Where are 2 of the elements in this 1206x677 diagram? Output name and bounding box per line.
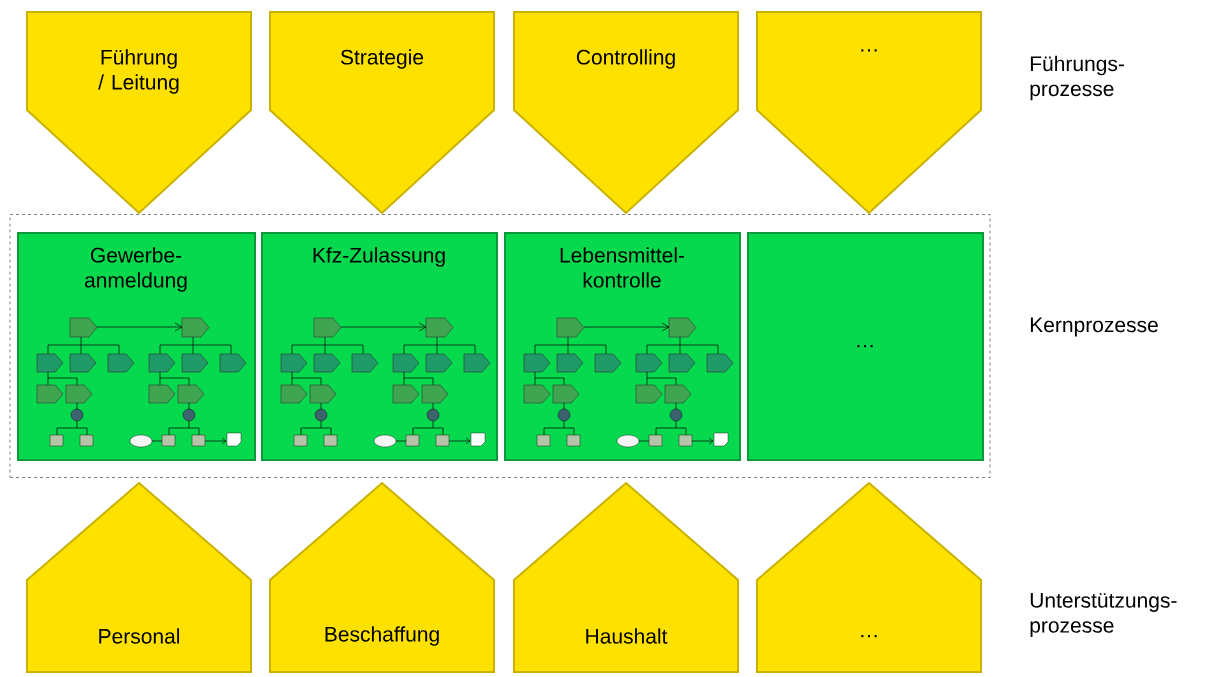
process-box: …: [747, 232, 984, 461]
dashed-frame: [9, 214, 991, 478]
